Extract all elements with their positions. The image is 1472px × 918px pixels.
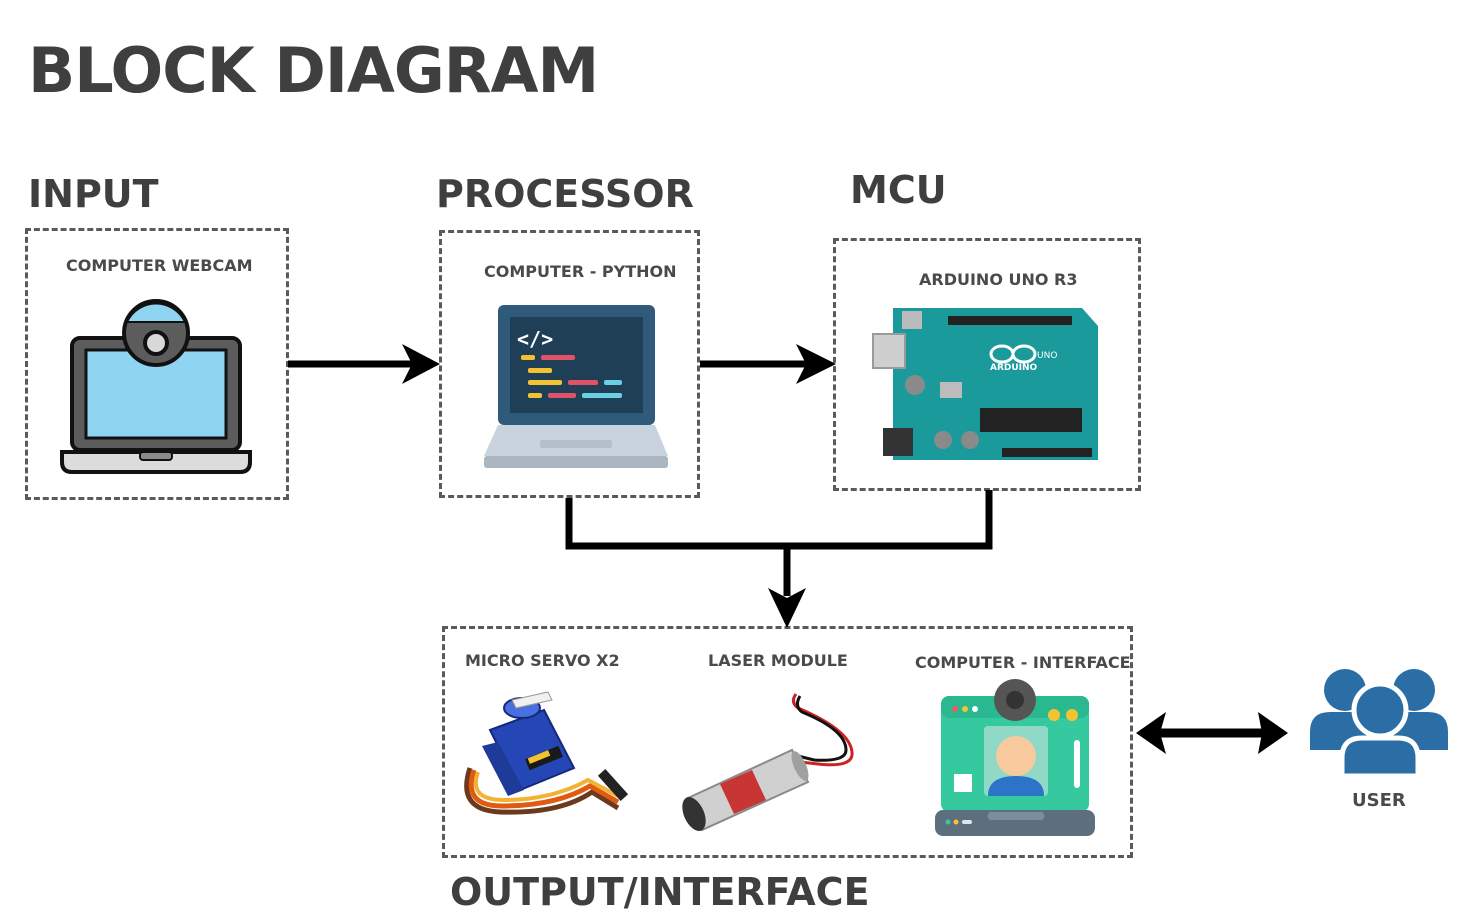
- arrow-webcam-to-python: [288, 344, 440, 384]
- connector-to-output: [565, 490, 993, 628]
- laser-label: LASER MODULE: [708, 651, 848, 670]
- arrow-python-to-arduino: [700, 344, 836, 384]
- section-mcu-heading: MCU: [850, 168, 947, 212]
- section-processor-heading: PROCESSOR: [436, 172, 694, 216]
- interface-label: COMPUTER - INTERFACE: [915, 653, 1131, 672]
- page-title: BLOCK DIAGRAM: [28, 34, 599, 107]
- user-label: USER: [1352, 790, 1406, 811]
- code-glyph: </>: [517, 327, 553, 351]
- processor-block: [439, 230, 700, 498]
- interface-computer-icon: [935, 679, 1095, 836]
- user-group-icon: [1310, 669, 1448, 779]
- section-output-heading: OUTPUT/INTERFACE: [450, 870, 870, 914]
- servo-icon: [464, 691, 629, 815]
- arduino-board-icon: ARDUINO UNO: [872, 308, 1098, 460]
- input-block: [25, 228, 289, 500]
- arduino-label: ARDUINO UNO R3: [919, 270, 1078, 289]
- laser-module-icon: [682, 693, 854, 832]
- code-laptop-icon: </>: [484, 305, 668, 468]
- webcam-laptop-icon: [60, 299, 252, 474]
- section-input-heading: INPUT: [28, 172, 159, 216]
- arrow-interface-user-bidirectional: [1136, 712, 1288, 754]
- webcam-label: COMPUTER WEBCAM: [66, 256, 253, 275]
- arduino-uno-text: UNO: [1037, 351, 1057, 361]
- arduino-board-text: ARDUINO: [990, 363, 1038, 373]
- servo-label: MICRO SERVO X2: [465, 651, 620, 670]
- arduino-logo-icon: [989, 344, 1037, 364]
- python-label: COMPUTER - PYTHON: [484, 262, 677, 281]
- output-block: [442, 626, 1133, 858]
